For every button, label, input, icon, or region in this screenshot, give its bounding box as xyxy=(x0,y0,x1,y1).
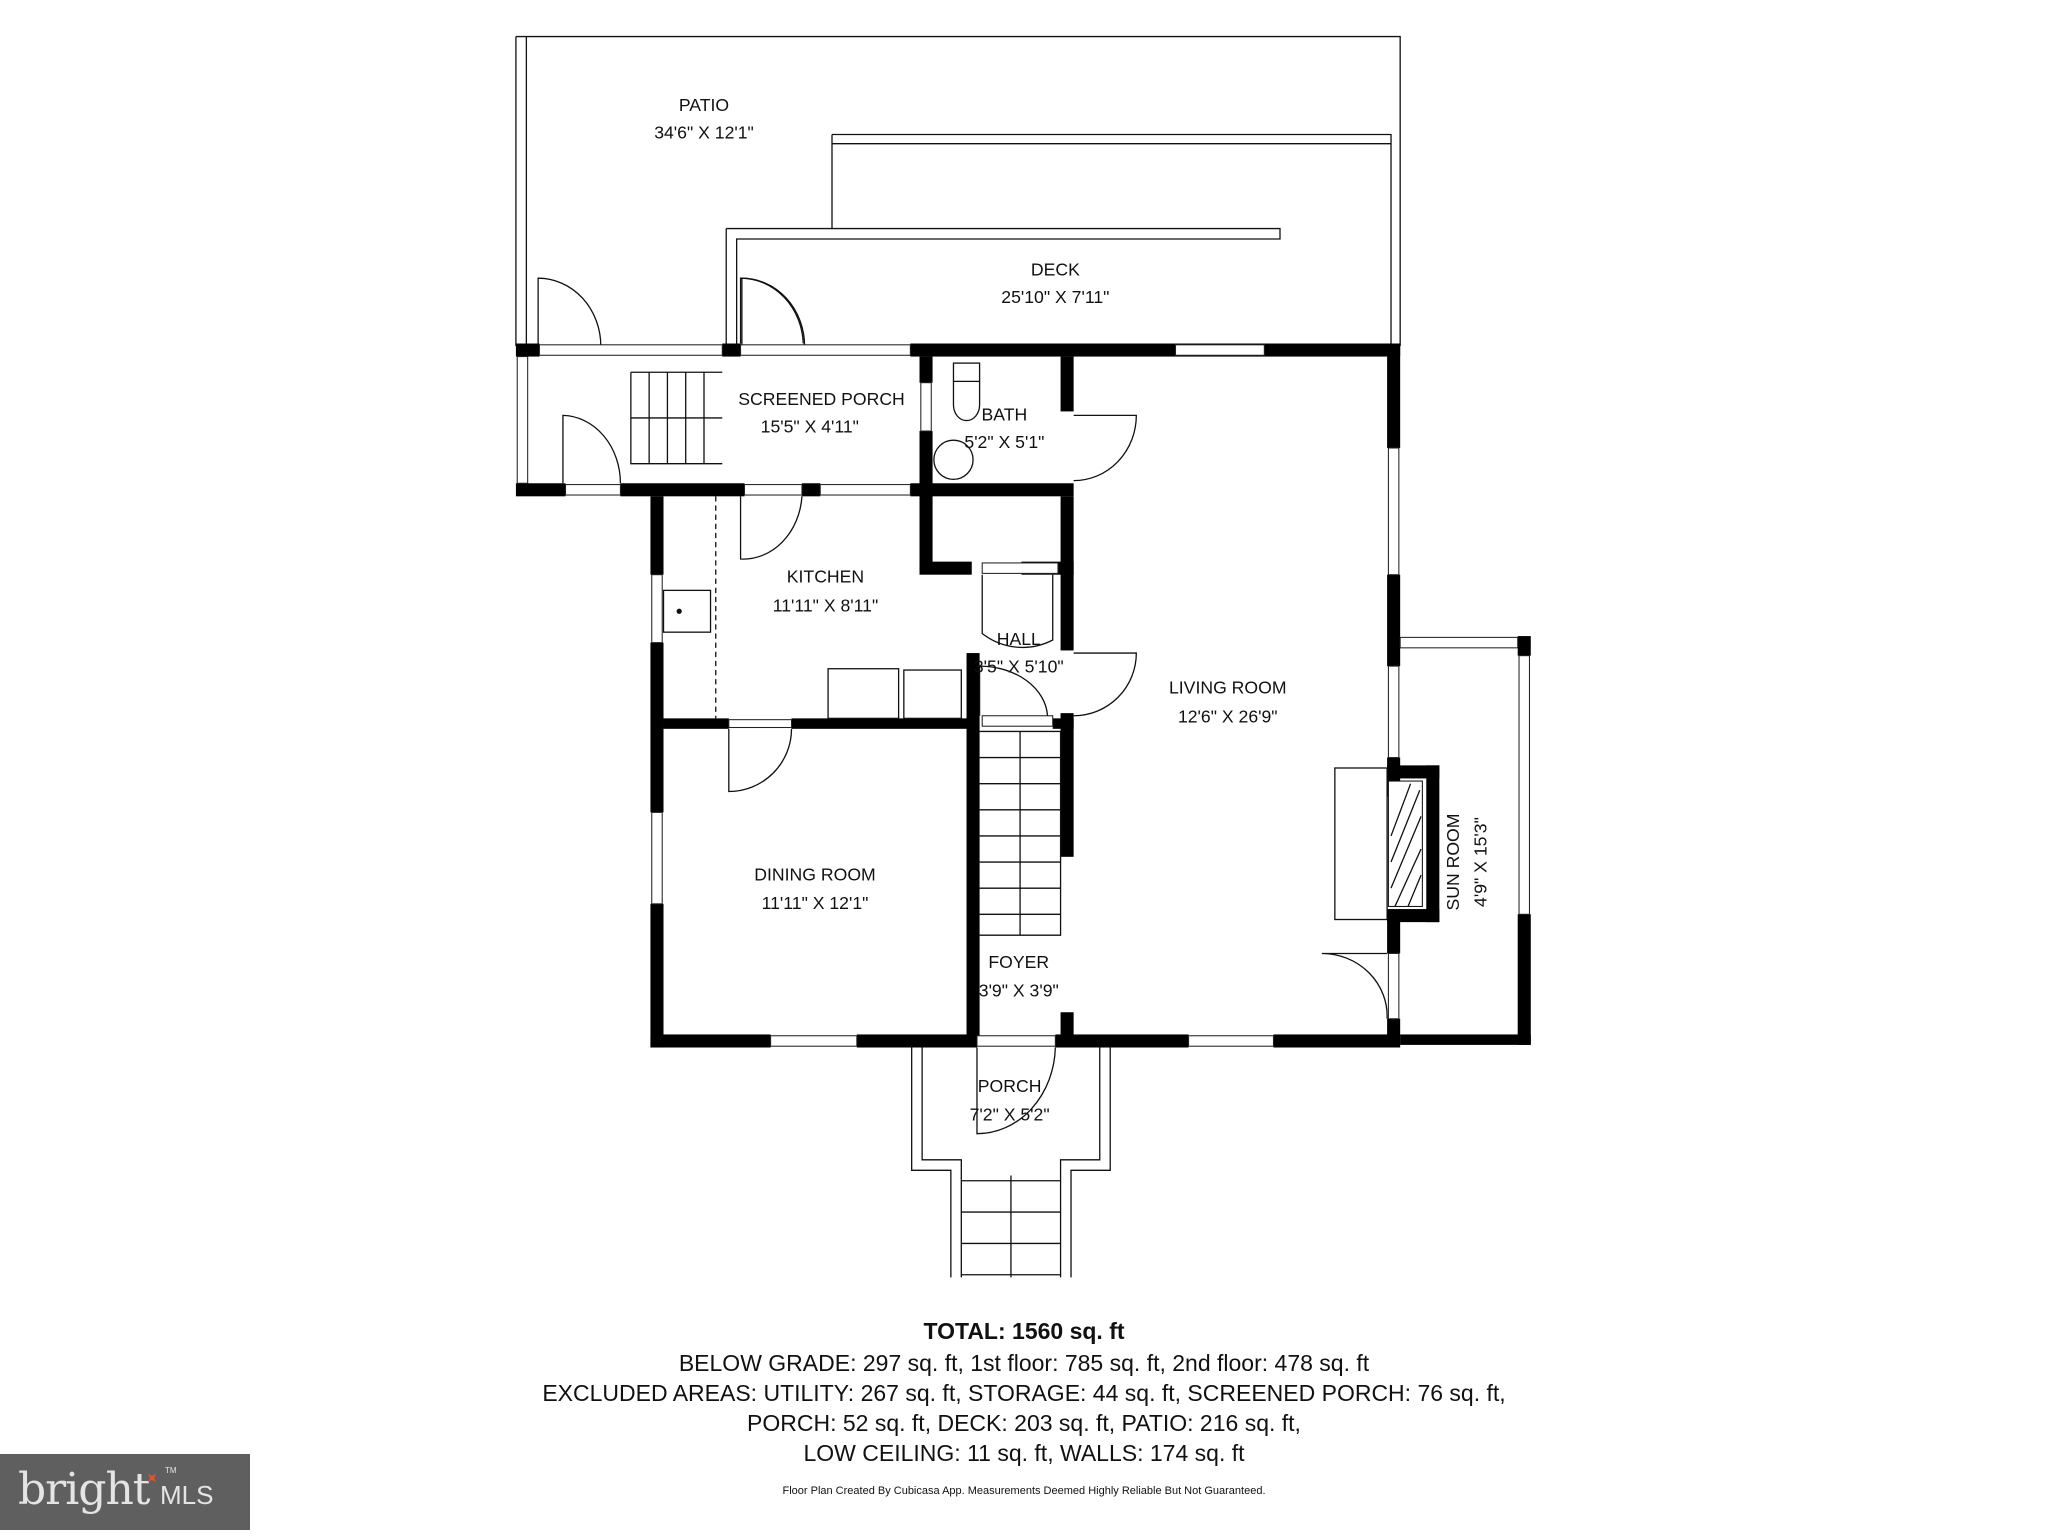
deck-dims: 25'10" X 7'11" xyxy=(1001,287,1109,307)
logo-mls: MLS xyxy=(160,1480,214,1510)
bath-label: BATH xyxy=(982,405,1028,425)
doors xyxy=(562,277,1388,1135)
door-icon xyxy=(537,277,602,347)
dining-room-dims: 11'11" X 12'1" xyxy=(762,893,869,913)
patio-label: PATIO xyxy=(679,95,729,115)
excluded-areas-3: LOW CEILING: 11 sq. ft, WALLS: 174 sq. f… xyxy=(803,1440,1245,1466)
kitchen-fixtures xyxy=(662,496,962,720)
sun-room-label: SUN ROOM xyxy=(1443,814,1463,911)
living-room-dims: 12'6" X 26'9" xyxy=(1178,706,1278,726)
foyer-dims: 3'9" X 3'9" xyxy=(979,981,1059,1001)
trademark: TM xyxy=(165,1466,177,1475)
excluded-areas-2: PORCH: 52 sq. ft, DECK: 203 sq. ft, PATI… xyxy=(747,1410,1301,1436)
patio-area xyxy=(515,35,1401,347)
kitchen-label: KITCHEN xyxy=(787,567,864,587)
screened-porch-dims: 15'5" X 4'11" xyxy=(761,416,859,436)
walls xyxy=(515,343,1531,1048)
bath-fixtures xyxy=(933,362,981,480)
windows xyxy=(516,344,1530,1047)
kitchen-dims: 11'11" X 8'11" xyxy=(773,595,878,615)
dining-room-label: DINING ROOM xyxy=(754,864,875,884)
patio-dims: 34'6" X 12'1" xyxy=(654,122,754,142)
front-porch xyxy=(911,1047,1111,1278)
sun-room-dims: 4'9" X 15'3" xyxy=(1470,817,1490,907)
excluded-areas-1: EXCLUDED AREAS: UTILITY: 267 sq. ft, STO… xyxy=(542,1380,1506,1406)
foyer-label: FOYER xyxy=(988,952,1049,972)
screened-porch-label: SCREENED PORCH xyxy=(738,389,904,409)
porch-label: PORCH xyxy=(978,1076,1042,1096)
hall-dims: 3'5" X 5'10" xyxy=(974,657,1064,677)
disclaimer: Floor Plan Created By Cubicasa App. Meas… xyxy=(782,1485,1266,1497)
deck-area xyxy=(725,227,1281,347)
hall-label: HALL xyxy=(997,629,1041,649)
deck-label: DECK xyxy=(1031,260,1080,280)
bath-dims: 5'2" X 5'1" xyxy=(964,432,1044,452)
total-area: TOTAL: 1560 sq. ft xyxy=(923,1318,1125,1344)
area-breakdown: BELOW GRADE: 297 sq. ft, 1st floor: 785 … xyxy=(678,1350,1370,1376)
porch-dims: 7'2" X 5'2" xyxy=(970,1105,1050,1125)
logo-wordmark: bright xyxy=(18,1464,150,1515)
staircase-interior xyxy=(630,371,1062,936)
bright-mls-logo: bright TM MLS xyxy=(0,1454,250,1530)
living-room-label: LIVING ROOM xyxy=(1169,678,1287,698)
